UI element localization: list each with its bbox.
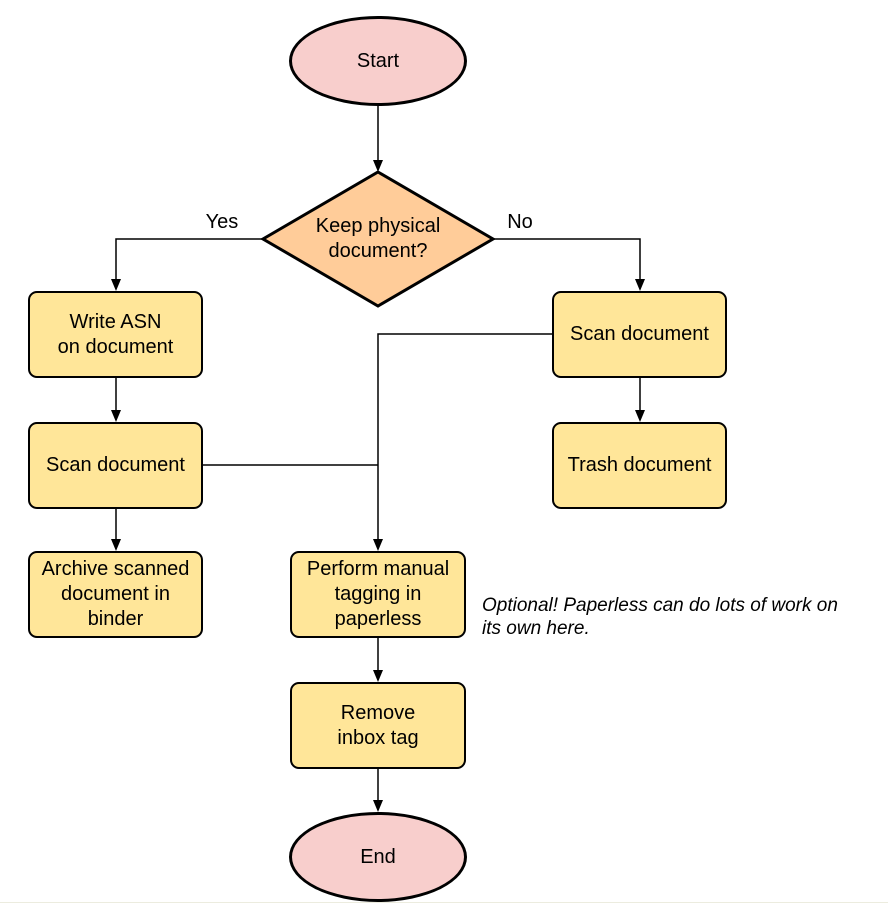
- scan-document-right-node-label: Scan document: [570, 323, 709, 345]
- optional-note-text: Optional! Paperless can do lots of work …: [482, 595, 838, 639]
- perform-tagging-node: Perform manual tagging in paperless: [290, 551, 466, 638]
- edge-scan-right-to-perform-tagging: [373, 333, 552, 551]
- trash-document-node: Trash document: [552, 422, 727, 509]
- perform-tagging-node-label: Perform manual tagging in paperless: [306, 558, 450, 630]
- edge-decision-no-to-scan-right: [493, 238, 645, 291]
- edge-label-yes: Yes: [205, 211, 239, 233]
- remove-inbox-tag-node: Remove inbox tag: [290, 682, 466, 769]
- archive-document-node: Archive scanned document in binder: [28, 551, 203, 638]
- decision-node-shape: [260, 170, 496, 308]
- end-node: End: [289, 812, 467, 902]
- edge-label-no: No: [507, 211, 533, 233]
- scan-document-right-node: Scan document: [552, 291, 727, 378]
- start-node: Start: [289, 16, 467, 106]
- decision-node-label: Keep physical document?: [315, 215, 441, 262]
- scan-document-left-node: Scan document: [28, 422, 203, 509]
- scan-document-left-node-label: Scan document: [46, 454, 185, 476]
- trash-document-node-label: Trash document: [567, 454, 712, 476]
- start-node-label: Start: [356, 49, 400, 72]
- archive-document-node-label: Archive scanned document in binder: [41, 558, 190, 630]
- end-node-label: End: [360, 845, 396, 868]
- remove-inbox-tag-node-label: Remove inbox tag: [337, 701, 419, 749]
- edge-decision-yes-to-write-asn: [111, 238, 263, 291]
- write-asn-node-label: Write ASN on document: [57, 310, 174, 358]
- write-asn-node: Write ASN on document: [28, 291, 203, 378]
- page-boundary-line: [0, 902, 888, 903]
